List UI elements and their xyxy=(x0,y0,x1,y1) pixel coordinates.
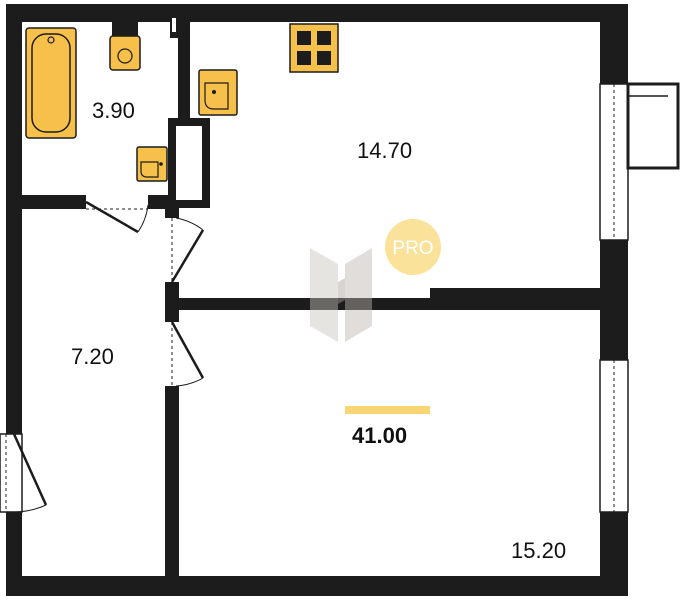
sink-icon xyxy=(198,69,238,116)
bathroom-area-label: 3.90 xyxy=(92,98,135,123)
bathtub-icon xyxy=(25,27,77,139)
door-entrance xyxy=(12,433,48,513)
door-bathroom xyxy=(85,200,149,234)
window-left xyxy=(0,433,23,513)
toilet-icon xyxy=(109,22,141,71)
pro-badge-label: PRO xyxy=(392,238,433,259)
pro-badge: PRO xyxy=(385,219,441,275)
wall-rooms-divider-right xyxy=(430,288,600,310)
wall-right-mid xyxy=(600,240,628,360)
total-area-accent-bar xyxy=(345,406,430,414)
wall-right-bottom xyxy=(600,512,628,596)
total-area-label: 41.00 xyxy=(352,423,407,448)
outer-walls xyxy=(6,4,628,596)
kitchen-living-area-label: 14.70 xyxy=(357,138,412,163)
door-kitchen xyxy=(170,217,205,283)
wall-corridor-lower xyxy=(165,386,179,580)
wall-rooms-divider xyxy=(165,298,430,310)
wall-top xyxy=(6,4,628,22)
logo-watermark-icon xyxy=(310,248,372,342)
bedroom-area-label: 15.20 xyxy=(511,538,566,563)
wall-right-top xyxy=(600,4,628,84)
window-right-top xyxy=(599,83,629,241)
wall-bottom xyxy=(6,576,628,596)
ventilation-shaft xyxy=(176,126,202,200)
wall-left-lower xyxy=(6,512,22,596)
wall-bath-bottom-left xyxy=(6,195,86,209)
hallway-area-label: 7.20 xyxy=(71,344,114,369)
interior-walls xyxy=(6,18,600,580)
balcony xyxy=(626,82,680,170)
sink-icon xyxy=(136,146,168,182)
door-bedroom xyxy=(170,321,205,387)
wall-bath-right xyxy=(178,18,190,118)
wall-corridor-upper xyxy=(165,200,179,218)
stove-icon xyxy=(289,23,339,73)
top-notch-gap xyxy=(172,18,176,32)
wall-left-upper xyxy=(6,4,22,434)
window-right-bottom xyxy=(599,359,629,513)
